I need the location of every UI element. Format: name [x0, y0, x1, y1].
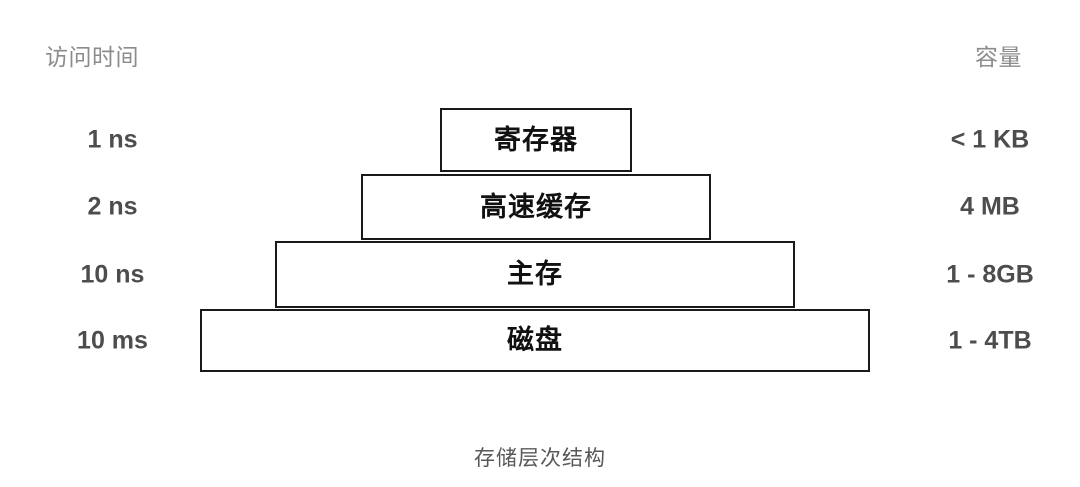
pyramid-tier-main-memory: 主存 [275, 241, 795, 308]
figure-caption: 存储层次结构 [474, 447, 606, 470]
access-time-value-main-memory: 10 ns [80, 260, 145, 289]
capacity-value-main-memory: 1 - 8GB [946, 260, 1034, 289]
access-time-value-disk: 10 ms [77, 326, 148, 355]
pyramid-tier-register: 寄存器 [440, 108, 632, 172]
capacity-value-cache: 4 MB [960, 192, 1020, 221]
capacity-value-disk: 1 - 4TB [948, 326, 1032, 355]
pyramid-tier-label-main-memory: 主存 [507, 259, 563, 289]
pyramid-tier-label-disk: 磁盘 [507, 325, 563, 355]
pyramid-tier-label-register: 寄存器 [494, 124, 578, 155]
access-time-value-register: 1 ns [87, 125, 138, 154]
column-header-access-time: 访问时间 [45, 44, 139, 70]
column-header-capacity: 容量 [975, 44, 1022, 70]
pyramid-tier-disk: 磁盘 [200, 309, 870, 372]
pyramid-tier-label-cache: 高速缓存 [480, 191, 592, 222]
access-time-value-cache: 2 ns [87, 192, 138, 221]
pyramid-tier-cache: 高速缓存 [361, 174, 711, 240]
capacity-value-register: < 1 KB [950, 125, 1030, 154]
